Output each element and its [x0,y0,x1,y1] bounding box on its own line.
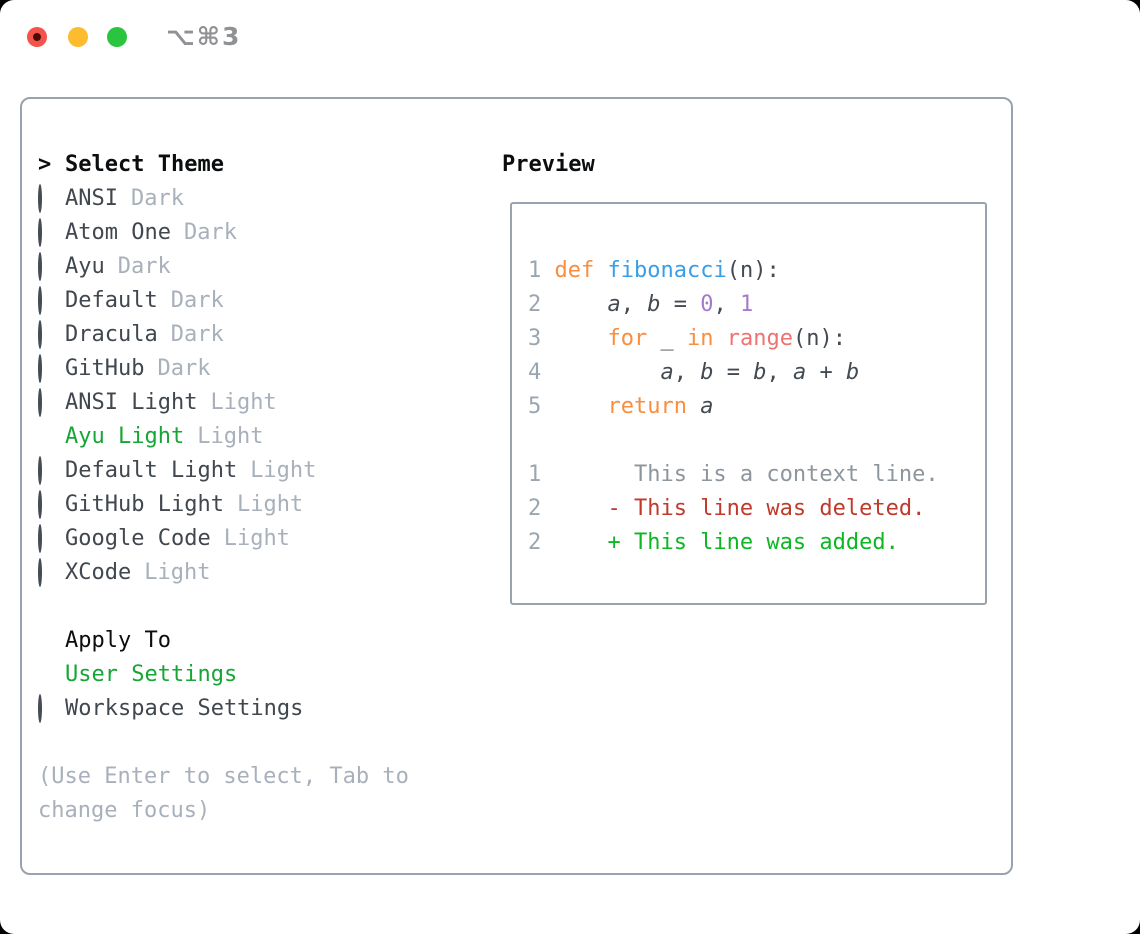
theme-variant-tag: Dark [170,322,224,347]
titlebar: ⌥⌘3 [0,0,1140,70]
line-number: 2 [528,292,542,317]
line-number: 5 [528,394,542,419]
theme-variant-tag: Light [197,424,264,449]
theme-variant-tag: Light [144,560,211,585]
radio-icon [38,524,42,553]
radio-icon [38,490,42,519]
theme-name: Default Light [65,458,238,483]
theme-name: XCode [65,560,132,585]
theme-variant-tag: Dark [183,220,237,245]
apply-option-user-settings[interactable]: User Settings [38,658,409,692]
apply-to-title: Apply To [65,628,171,653]
radio-icon [38,320,42,349]
theme-item-atom-one[interactable]: Atom One Dark [38,216,409,250]
zoom-button[interactable] [107,27,127,47]
focus-caret-icon: > [38,152,52,177]
code-line: 2 a, b = 0, 1 [528,288,939,322]
code-line: 5 return a [528,390,939,424]
theme-variant-tag: Light [223,526,290,551]
radio-icon [38,354,42,383]
close-button[interactable] [27,27,47,47]
theme-variant-tag: Light [210,390,277,415]
theme-item-xcode[interactable]: XCode Light [38,556,409,590]
theme-name: Ayu Light [65,424,185,449]
theme-name: ANSI [65,186,118,211]
radio-icon [38,184,42,213]
radio-icon [38,218,42,247]
radio-icon [38,388,42,417]
spacer [38,726,409,760]
select-theme-header: > Select Theme [38,148,409,182]
theme-name: Dracula [65,322,158,347]
apply-option-workspace-settings[interactable]: Workspace Settings [38,692,409,726]
theme-name: GitHub Light [65,492,224,517]
theme-variant-tag: Dark [157,356,211,381]
theme-item-default-light[interactable]: Default Light Light [38,454,409,488]
theme-name: Google Code [65,526,211,551]
line-number: 1 [528,258,542,283]
radio-icon [38,252,42,281]
theme-item-ayu-light[interactable]: Ayu Light Light [38,420,409,454]
line-number: 2 [528,530,542,555]
preview-title: Preview [502,152,595,177]
radio-icon [38,558,42,587]
apply-option-label: Workspace Settings [65,696,304,721]
apply-option-label: User Settings [65,662,238,687]
code-line: 2 - This line was deleted. [528,492,939,526]
line-number: 4 [528,360,542,385]
theme-variant-tag: Light [250,458,317,483]
line-number: 3 [528,326,542,351]
code-line: 1 This is a context line. [528,458,939,492]
theme-name: GitHub [65,356,145,381]
minimize-button[interactable] [68,27,88,47]
select-theme-title: Select Theme [65,152,224,177]
line-number: 2 [528,496,542,521]
theme-variant-tag: Dark [130,186,184,211]
theme-item-dracula[interactable]: Dracula Dark [38,318,409,352]
code-line: 4 a, b = b, a + b [528,356,939,390]
theme-variant-tag: Dark [117,254,171,279]
theme-variant-tag: Dark [170,288,224,313]
line-number: 1 [528,462,542,487]
code-line: 2 + This line was added. [528,526,939,560]
radio-icon [38,694,42,723]
theme-name: ANSI Light [65,390,198,415]
apply-to-header: Apply To [38,624,409,658]
radio-icon [38,286,42,315]
theme-item-ayu[interactable]: Ayu Dark [38,250,409,284]
radio-icon [38,456,42,485]
theme-variant-tag: Light [236,492,304,517]
theme-item-github[interactable]: GitHub Dark [38,352,409,386]
theme-name: Default [65,288,158,313]
code-line [528,424,939,458]
hint-text-line2: change focus) [38,798,211,823]
theme-name: Ayu [65,254,105,279]
keyboard-shortcut-label: ⌥⌘3 [166,22,242,51]
theme-item-github-light[interactable]: GitHub Light Light [38,488,409,522]
theme-item-ansi-light[interactable]: ANSI Light Light [38,386,409,420]
theme-item-ansi[interactable]: ANSI Dark [38,182,409,216]
spacer [38,590,409,624]
code-line: 3 for _ in range(n): [528,322,939,356]
theme-name: Atom One [65,220,171,245]
hint-text-line1: (Use Enter to select, Tab to [38,764,409,789]
theme-item-google-code[interactable]: Google Code Light [38,522,409,556]
close-dot-icon [33,33,41,41]
theme-item-default[interactable]: Default Dark [38,284,409,318]
